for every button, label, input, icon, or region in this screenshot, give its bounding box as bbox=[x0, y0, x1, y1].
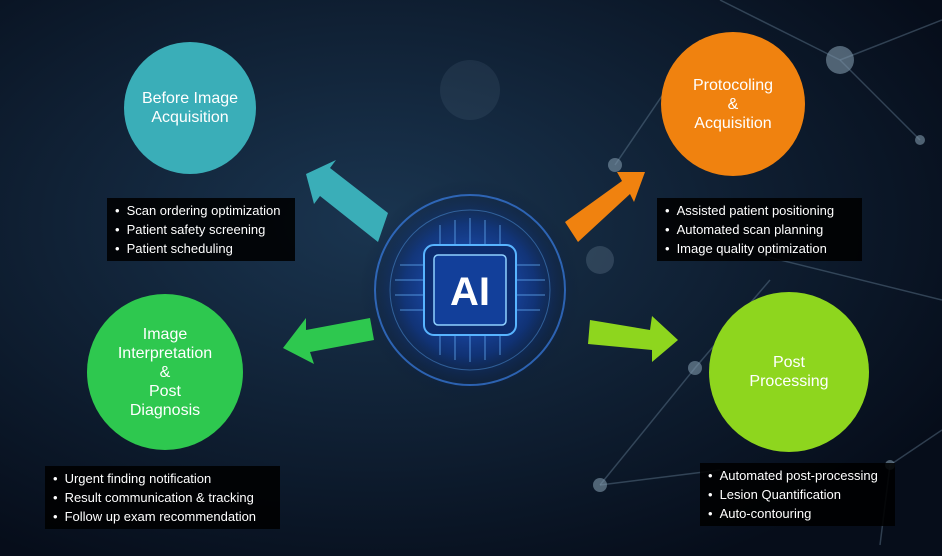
ai-chip-label: AI bbox=[450, 269, 490, 314]
list-item: Urgent finding notification bbox=[53, 469, 272, 488]
stage-list-before-acquisition: Scan ordering optimization Patient safet… bbox=[107, 198, 295, 261]
list-item: Follow up exam recommendation bbox=[53, 507, 272, 526]
list-item: Lesion Quantification bbox=[708, 485, 887, 504]
stage-circle-protocoling: Protocoling & Acquisition bbox=[661, 32, 805, 176]
stage-list-protocoling: Assisted patient positioning Automated s… bbox=[657, 198, 862, 261]
stage-circle-post-processing: Post Processing bbox=[709, 292, 869, 452]
list-item: Assisted patient positioning bbox=[665, 201, 854, 220]
arrow-before-acquisition bbox=[306, 160, 388, 242]
list-item: Image quality optimization bbox=[665, 239, 854, 258]
list-item: Automated post-processing bbox=[708, 466, 887, 485]
stage-list-post-processing: Automated post-processing Lesion Quantif… bbox=[700, 463, 895, 526]
chip-inner bbox=[433, 254, 507, 326]
arrow-interpretation bbox=[283, 318, 374, 364]
stage-list-interpretation: Urgent finding notification Result commu… bbox=[45, 466, 280, 529]
list-item: Scan ordering optimization bbox=[115, 201, 287, 220]
stage-circle-before-acquisition: Before Image Acquisition bbox=[124, 42, 256, 174]
list-item: Automated scan planning bbox=[665, 220, 854, 239]
arrow-protocoling bbox=[565, 172, 645, 242]
arrow-post-processing bbox=[588, 316, 678, 362]
stage-circle-interpretation: Image Interpretation & Post Diagnosis bbox=[87, 294, 243, 450]
list-item: Result communication & tracking bbox=[53, 488, 272, 507]
list-item: Patient scheduling bbox=[115, 239, 287, 258]
list-item: Auto-contouring bbox=[708, 504, 887, 523]
list-item: Patient safety screening bbox=[115, 220, 287, 239]
